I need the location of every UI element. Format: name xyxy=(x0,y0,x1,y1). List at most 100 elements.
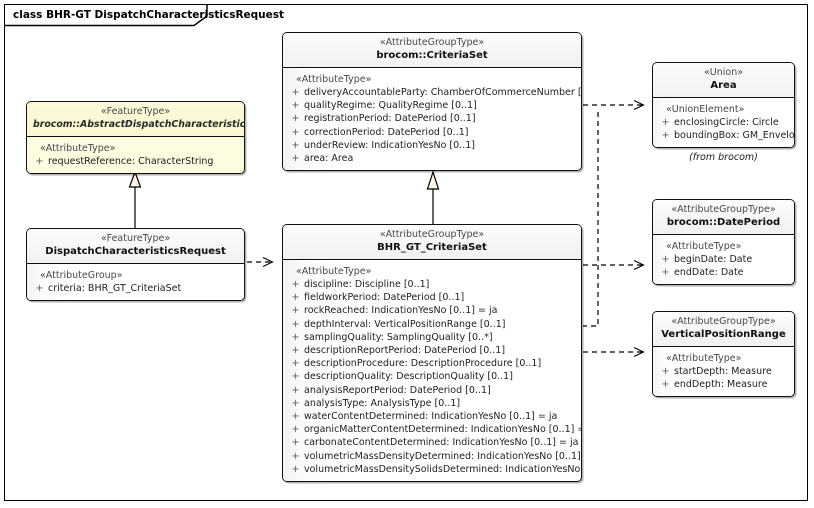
attribute-row: + organicMatterContentDetermined: Indicat… xyxy=(287,423,581,436)
class-stereotype: «Union» xyxy=(703,67,744,78)
attribute-text: endDepth: Measure xyxy=(674,379,768,391)
attribute-row: +samplingQuality: SamplingQuality [0..*] xyxy=(287,331,577,344)
visibility-marker: + xyxy=(291,450,300,462)
class-abstract-dispatch-characteristics-request[interactable]: «FeatureType» brocom::AbstractDispatchCh… xyxy=(26,101,245,175)
class-header: «AttributeGroupType» brocom::CriteriaSet xyxy=(283,33,581,68)
attribute-group-stereotype: «UnionElement» xyxy=(666,104,745,115)
class-name: DispatchCharacteristicsRequest xyxy=(45,246,226,257)
visibility-marker: + xyxy=(291,279,300,290)
visibility-marker: + xyxy=(291,463,300,475)
class-bhr-gt-criteriaset[interactable]: «AttributeGroupType» BHR_GT_CriteriaSet … xyxy=(282,224,582,483)
class-attributes: «AttributeType» + deliveryAccountablePar… xyxy=(283,68,581,171)
attribute-row: +analysisType: AnalysisType [0..1] xyxy=(287,397,577,410)
class-header: «FeatureType» DispatchCharacteristicsReq… xyxy=(27,229,244,264)
class-brocom-criteriaset[interactable]: «AttributeGroupType» brocom::CriteriaSet… xyxy=(282,32,582,172)
attribute-row: + volumetricMassDensitySolidsDetermined: … xyxy=(287,463,581,476)
visibility-marker: + xyxy=(291,384,300,396)
visibility-marker: + xyxy=(291,153,300,165)
attribute-text: waterContentDetermined: IndicationYesNo … xyxy=(304,411,558,423)
attribute-text: enclosingCircle: Circle xyxy=(674,117,779,128)
attribute-text: descriptionReportPeriod: DatePeriod [0..… xyxy=(304,345,506,357)
class-name: brocom::DatePeriod xyxy=(666,217,781,228)
attribute-text: volumetricMassDensitySolidsDetermined: I… xyxy=(304,463,581,475)
attribute-text: rockReached: IndicationYesNo [0..1] = ja xyxy=(304,305,498,317)
visibility-marker: + xyxy=(291,126,300,138)
visibility-marker: + xyxy=(35,283,44,294)
class-dispatch-characteristics-request[interactable]: «FeatureType» DispatchCharacteristicsReq… xyxy=(26,228,245,302)
class-area[interactable]: «Union» Area «UnionElement» + enclosingCi… xyxy=(652,62,795,149)
attribute-text: endDate: Date xyxy=(674,267,744,279)
visibility-marker: + xyxy=(291,292,300,304)
visibility-marker: + xyxy=(291,100,300,112)
visibility-marker: + xyxy=(291,331,300,343)
attribute-text: organicMatterContentDetermined: Indicati… xyxy=(304,424,582,436)
class-stereotype: «AttributeGroupType» xyxy=(671,204,776,215)
visibility-marker: + xyxy=(291,424,300,436)
class-stereotype: «FeatureType» xyxy=(100,233,171,244)
attribute-row: +descriptionQuality: DescriptionQuality … xyxy=(287,370,577,383)
attribute-text: depthInterval: VerticalPositionRange [0.… xyxy=(304,318,506,330)
attribute-row: + endDepth: Measure xyxy=(657,378,790,391)
class-name: VerticalPositionRange xyxy=(661,329,786,340)
attribute-text: analysisReportPeriod: DatePeriod [0..1] xyxy=(304,384,491,396)
class-attributes: «AttributeType» + discipline: Discipline … xyxy=(283,260,581,482)
attribute-group-stereotype: «AttributeType» xyxy=(40,143,116,154)
class-attributes: «UnionElement» +enclosingCircle: Circle … xyxy=(653,98,794,148)
visibility-marker: + xyxy=(661,254,670,265)
visibility-marker: + xyxy=(661,117,670,128)
attribute-row: + criteria: BHR_GT_CriteriaSet xyxy=(31,282,240,295)
visibility-marker: + xyxy=(291,87,300,98)
attribute-row: +descriptionReportPeriod: DatePeriod [0.… xyxy=(287,344,577,357)
visibility-marker: + xyxy=(291,411,300,423)
attribute-row: + requestReference: CharacterString xyxy=(31,155,240,168)
attribute-row: +descriptionProcedure: DescriptionProced… xyxy=(287,357,577,370)
attribute-text: area: Area xyxy=(304,153,354,165)
attribute-row: +boundingBox: GM_Envelope xyxy=(657,129,794,142)
class-stereotype: «AttributeGroupType» xyxy=(379,229,485,240)
attribute-row: +depthInterval: VerticalPositionRange [0… xyxy=(287,318,577,331)
class-header: «AttributeGroupType» VerticalPositionRan… xyxy=(653,312,794,347)
attribute-row: + startDepth: Measure xyxy=(657,365,790,378)
visibility-marker: + xyxy=(291,371,300,383)
diagram-title: class BHR-GT DispatchCharacteristicsRequ… xyxy=(13,9,285,21)
visibility-marker: + xyxy=(661,366,670,377)
visibility-marker: + xyxy=(291,437,300,449)
attribute-row: + carbonateContentDetermined: IndicationY… xyxy=(287,436,579,449)
class-stereotype: «AttributeGroupType» xyxy=(671,316,776,327)
attribute-row: + area: Area xyxy=(287,152,577,165)
class-attributes: «AttributeGroup» + criteria: BHR_GT_Crit… xyxy=(27,264,244,301)
class-attributes: «AttributeType» +startDepth: Measure +en… xyxy=(653,347,794,397)
attribute-row: + underReview: IndicationYesNo [0..1] xyxy=(287,139,577,152)
attribute-text: discipline: Discipline [0..1] xyxy=(304,279,430,290)
class-name: BHR_GT_CriteriaSet xyxy=(377,242,487,253)
attribute-text: beginDate: Date xyxy=(674,254,753,265)
attribute-group-stereotype: «AttributeGroup» xyxy=(40,270,123,281)
attribute-group-stereotype: «AttributeType» xyxy=(296,266,372,277)
visibility-marker: + xyxy=(35,156,44,167)
class-attributes: «AttributeType» + requestReference: Char… xyxy=(27,137,244,174)
class-name: Area xyxy=(710,80,737,91)
area-package-note: (from brocom) xyxy=(689,152,758,163)
class-brocom-dateperiod[interactable]: «AttributeGroupType» brocom::DatePeriod … xyxy=(652,199,795,286)
attribute-text: descriptionProcedure: DescriptionProcedu… xyxy=(304,358,542,370)
visibility-marker: + xyxy=(291,139,300,151)
attribute-row: + beginDate: Date xyxy=(657,253,790,266)
visibility-marker: + xyxy=(661,267,670,279)
attribute-text: carbonateContentDetermined: IndicationYe… xyxy=(304,437,579,449)
class-attributes: «AttributeType» + beginDate: Date + endDat… xyxy=(653,235,794,285)
attribute-group-stereotype: «AttributeType» xyxy=(666,241,742,252)
attribute-row: + analysisReportPeriod: DatePeriod [0..1] xyxy=(287,384,577,397)
class-verticalpositionrange[interactable]: «AttributeGroupType» VerticalPositionRan… xyxy=(652,311,795,398)
class-header: «FeatureType» brocom::AbstractDispatchCh… xyxy=(27,102,244,137)
class-name: brocom::AbstractDispatchCharacteristicsR… xyxy=(33,119,245,130)
attribute-row: + registrationPeriod: DatePeriod [0..1] xyxy=(287,112,577,125)
attribute-text: qualityRegime: QualityRegime [0..1] xyxy=(304,100,477,112)
attribute-text: registrationPeriod: DatePeriod [0..1] xyxy=(304,113,476,125)
attribute-row: + discipline: Discipline [0..1] xyxy=(287,278,577,291)
attribute-row: + waterContentDetermined: IndicationYesNo… xyxy=(287,410,577,423)
attribute-text: startDepth: Measure xyxy=(674,366,772,377)
visibility-marker: + xyxy=(661,379,670,391)
attribute-row: + endDate: Date xyxy=(657,266,790,279)
attribute-row: +rockReached: IndicationYesNo [0..1] = j… xyxy=(287,304,577,317)
